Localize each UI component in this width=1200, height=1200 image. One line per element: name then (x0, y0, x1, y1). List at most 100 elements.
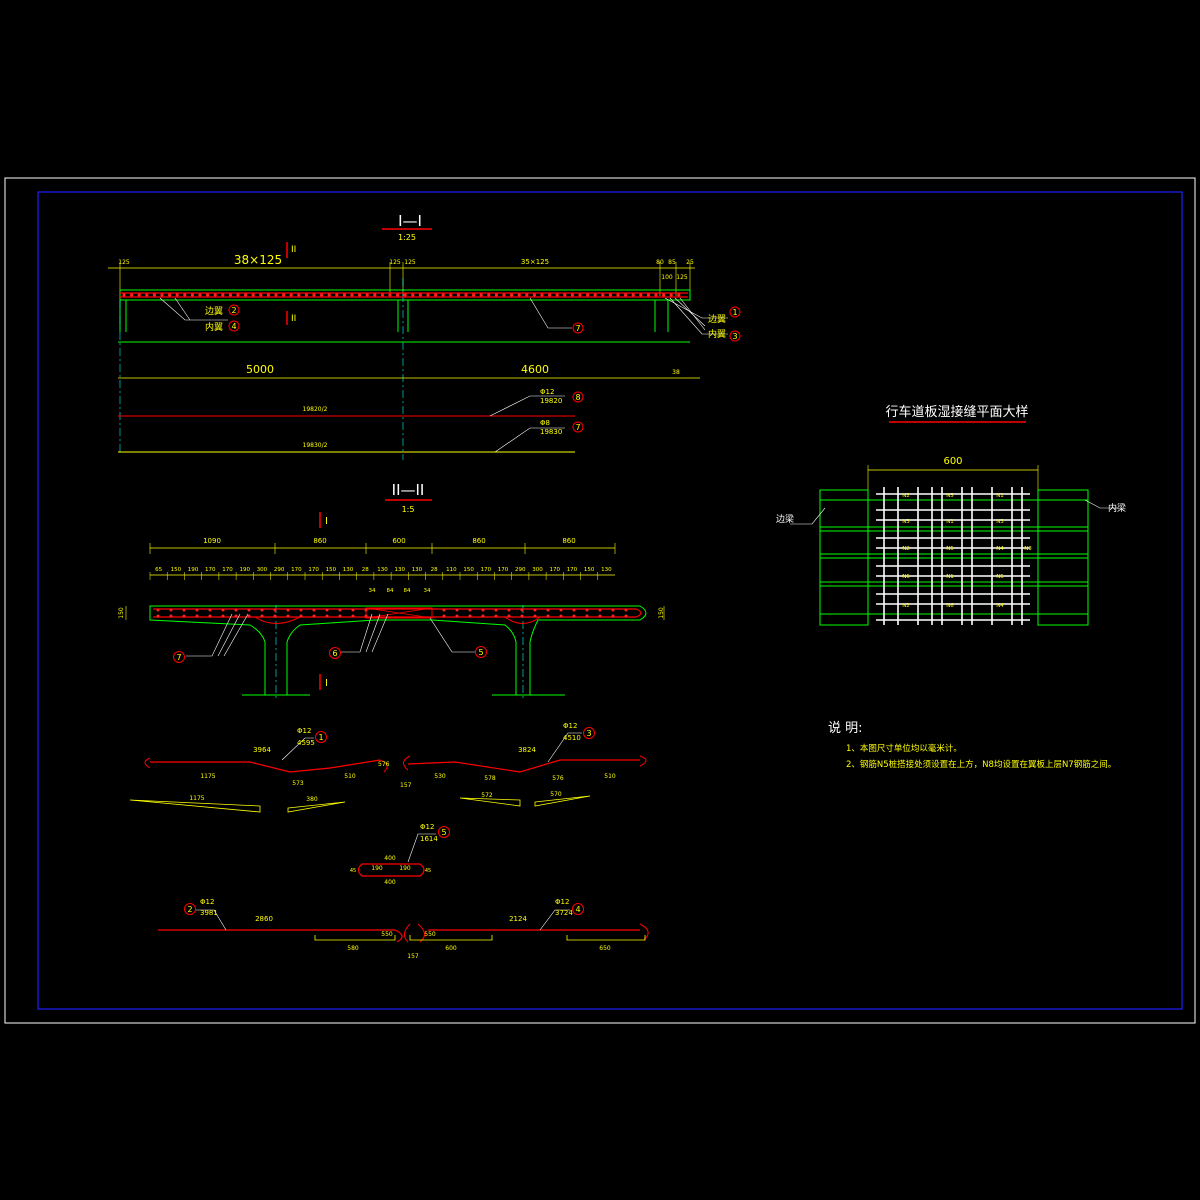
rebar-dot (624, 608, 628, 612)
rebar-dot (546, 608, 550, 612)
svg-text:3964: 3964 (253, 746, 271, 754)
note-1: 1、本图尺寸单位均以毫米计。 (846, 743, 962, 754)
rebar-dot (464, 293, 468, 297)
rebar-dot (130, 293, 134, 297)
dim-low-label: 84 (387, 588, 394, 594)
rebar-dot (338, 608, 342, 612)
plan-bar-mark: N2 (902, 603, 910, 609)
section-1-scale: 1:25 (398, 233, 416, 242)
dim-38x125: 38×125 (234, 253, 282, 267)
svg-text:1614: 1614 (420, 835, 438, 843)
rebar-dot (559, 614, 563, 618)
rebar-dot (365, 293, 369, 297)
rebar-dot (494, 293, 498, 297)
callout-7-ii: 7 (176, 653, 181, 662)
svg-text:Φ12: Φ12 (200, 898, 214, 906)
dim-mid-label: 28 (362, 567, 369, 573)
plan-bar-mark: N3 (996, 519, 1004, 525)
rebar-dot (559, 608, 563, 612)
rebar-dot (198, 293, 202, 297)
rebar-dot (525, 293, 529, 297)
rebar-dot (520, 614, 524, 618)
rebar-dot (152, 293, 156, 297)
svg-text:Φ12: Φ12 (540, 388, 554, 396)
cut-mark-I-bottom: I (325, 678, 328, 689)
rebar-dot (168, 293, 172, 297)
rebar-dot (598, 614, 602, 618)
dim-mid-label: 150 (584, 567, 595, 573)
cut-mark-II-top: II (291, 245, 296, 255)
rebar-dot (555, 293, 559, 297)
svg-text:125: 125 (404, 259, 416, 266)
rebar-dot (468, 614, 472, 618)
rebar-dot (434, 293, 438, 297)
rebar-dot (472, 293, 476, 297)
deck-cross-section (149, 605, 647, 696)
rebar-dot (260, 608, 264, 612)
dim-mid-label: 290 (274, 567, 285, 573)
rebar-dot (624, 614, 628, 618)
svg-text:Φ12: Φ12 (555, 898, 569, 906)
rebar-dot (481, 608, 485, 612)
rebar-dot (338, 614, 342, 618)
dim-low-label: 34 (369, 588, 376, 594)
callout-7b: 7 (575, 423, 580, 432)
rebar-dot (507, 614, 511, 618)
rebar-dot (286, 608, 290, 612)
svg-text:1090: 1090 (203, 537, 221, 545)
callout-bar-5: 5 (441, 828, 446, 837)
rebar-dot (175, 293, 179, 297)
svg-text:1175: 1175 (200, 773, 215, 780)
rebar-dot (616, 293, 620, 297)
rebar-dot (259, 293, 263, 297)
rebar-dot (160, 293, 164, 297)
bar-3-shape (407, 759, 640, 773)
callout-bar-1: 1 (318, 733, 323, 742)
rebar-dot (221, 614, 225, 618)
rebar-dot (122, 293, 126, 297)
rebar-dot (442, 608, 446, 612)
rebar-dot (273, 608, 277, 612)
plan-detail-title: 行车道板湿接缝平面大样 (885, 404, 1028, 420)
svg-text:4595: 4595 (297, 739, 315, 747)
rebar-dot (403, 293, 407, 297)
rebar-dot (156, 614, 160, 618)
rebar-dot (213, 293, 217, 297)
rebar-dot (297, 293, 301, 297)
callout-bar-3: 3 (586, 729, 591, 738)
dim-mid-label: 130 (343, 567, 354, 573)
svg-text:600: 600 (445, 945, 457, 952)
rebar-dot (449, 293, 453, 297)
label-bianliang-2: 边翼 (708, 314, 726, 325)
dim-mid-label: 130 (601, 567, 612, 573)
rebar-dot (510, 293, 514, 297)
plan-width-dim: 600 (943, 456, 962, 467)
rebar-dot (373, 293, 377, 297)
bar-1-shape (150, 759, 381, 773)
section-1-title: I—I (398, 212, 422, 230)
svg-text:570: 570 (550, 791, 562, 798)
rebar-dot (312, 293, 316, 297)
plan-bar-mark: N1 (946, 574, 954, 580)
rebar-dot (533, 614, 537, 618)
callout-3: 3 (732, 332, 737, 341)
svg-text:19830: 19830 (540, 428, 562, 436)
rebar-dot (137, 293, 141, 297)
svg-text:860: 860 (562, 537, 575, 545)
rebar-dot (639, 293, 643, 297)
plan-bar-mark: N4 (996, 603, 1004, 609)
rebar-dot (585, 614, 589, 618)
note-2: 2、钢筋N5桩搭接处须设置在上方，N8均设置在翼板上层N7钢筋之间。 (846, 759, 1116, 770)
rebar-dot (631, 293, 635, 297)
rebar-dot (572, 614, 576, 618)
rebar-dot (572, 608, 576, 612)
dim-mid-label: 110 (446, 567, 457, 573)
rebar-dot (563, 293, 567, 297)
dim-5000: 5000 (246, 363, 274, 376)
deck-slab (119, 289, 691, 301)
rebar-dot (578, 293, 582, 297)
plan-bar-mark: N1 (996, 493, 1004, 499)
svg-text:572: 572 (481, 792, 493, 799)
